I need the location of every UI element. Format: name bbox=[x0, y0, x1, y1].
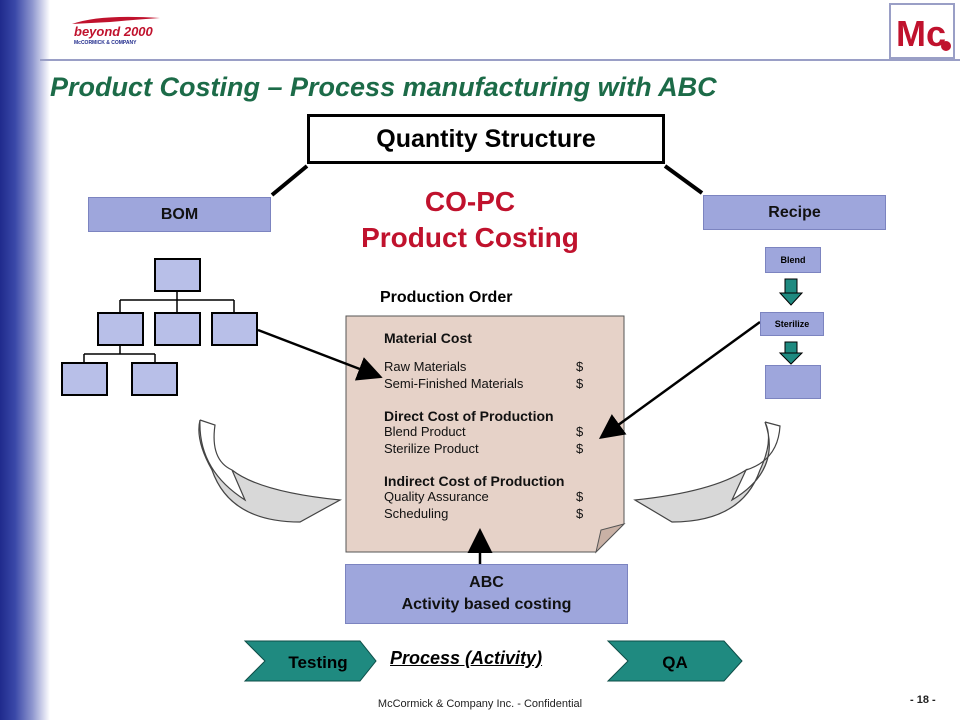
sterilize-to-production-arrow bbox=[598, 320, 761, 439]
abc-line2: Activity based costing bbox=[401, 596, 572, 613]
logo-right-text: Mc bbox=[896, 13, 946, 54]
process-activity-label: Process (Activity) bbox=[390, 648, 543, 668]
cost-line: Scheduling $ bbox=[384, 506, 624, 523]
qa-label: QA bbox=[662, 653, 688, 672]
cost-line-value: $ bbox=[576, 359, 584, 374]
bom-to-materials-arrow bbox=[257, 328, 383, 381]
testing-chevron[interactable]: Testing bbox=[243, 640, 377, 682]
curved-arrow-right bbox=[633, 421, 770, 523]
document-folded-corner bbox=[595, 523, 626, 554]
bom-tree-diagram bbox=[61, 258, 258, 396]
cost-line-name: Semi-Finished Materials bbox=[384, 376, 524, 391]
direct-cost-heading: Direct Cost of Production bbox=[384, 408, 554, 424]
qa-chevron[interactable]: QA bbox=[606, 640, 743, 682]
beyond-2000-logo: beyond 2000 McCORMICK & COMPANY bbox=[72, 16, 160, 46]
qs-connector-left bbox=[270, 164, 309, 197]
cost-line: Sterilize Product $ bbox=[384, 441, 624, 458]
curved-arrow-left bbox=[198, 419, 342, 523]
testing-label: Testing bbox=[288, 653, 347, 672]
recipe-flow-arrow-1 bbox=[778, 278, 804, 306]
cost-line-value: $ bbox=[576, 376, 584, 391]
copc-heading: CO-PC Product Costing bbox=[300, 184, 640, 256]
indirect-cost-heading: Indirect Cost of Production bbox=[384, 473, 565, 489]
production-order-content: Material Cost Raw Materials $ Semi-Finis… bbox=[384, 330, 624, 523]
recipe-flow-arrow-2 bbox=[778, 341, 804, 365]
sterilize-step-box: Sterilize bbox=[760, 312, 824, 336]
logo-left-line2: McCORMICK & COMPANY bbox=[74, 40, 137, 46]
cost-line-value: $ bbox=[576, 506, 584, 521]
cost-line-value: $ bbox=[576, 424, 584, 439]
cost-line: Quality Assurance $ bbox=[384, 489, 624, 506]
cost-line: Semi-Finished Materials $ bbox=[384, 376, 624, 393]
mccormick-logo: Mc bbox=[889, 3, 955, 59]
copc-line1: CO-PC bbox=[424, 186, 516, 217]
recipe-box: Recipe bbox=[703, 195, 886, 230]
abc-line1: ABC bbox=[469, 574, 504, 591]
cost-line-name: Scheduling bbox=[384, 506, 449, 521]
cost-line: Raw Materials $ bbox=[384, 359, 624, 376]
footer-confidential: McCormick & Company Inc. - Confidential bbox=[377, 698, 583, 710]
material-cost-heading: Material Cost bbox=[384, 330, 472, 346]
qs-connector-right bbox=[663, 164, 704, 195]
page-title: Product Costing – Process manufacturing … bbox=[50, 72, 717, 102]
cost-line-name: Quality Assurance bbox=[384, 489, 489, 504]
bom-box: BOM bbox=[88, 197, 271, 232]
page-number: - 18 - bbox=[910, 694, 936, 706]
blend-step-box: Blend bbox=[765, 247, 821, 273]
header-rule bbox=[40, 59, 960, 61]
cost-line-name: Raw Materials bbox=[384, 359, 467, 374]
cost-line-value: $ bbox=[576, 441, 584, 456]
production-order-label: Production Order bbox=[380, 289, 513, 306]
recipe-output-box bbox=[765, 365, 821, 399]
quantity-structure-box: Quantity Structure bbox=[307, 114, 665, 164]
cost-line-name: Blend Product bbox=[384, 424, 466, 439]
copc-line2: Product Costing bbox=[361, 222, 579, 253]
cost-line-name: Sterilize Product bbox=[384, 441, 479, 456]
logo-left-line1: beyond 2000 bbox=[74, 24, 154, 39]
cost-line-value: $ bbox=[576, 489, 584, 504]
left-gradient-bar bbox=[0, 0, 50, 720]
abc-box: ABC Activity based costing bbox=[345, 564, 628, 624]
cost-line: Blend Product $ bbox=[384, 424, 624, 441]
